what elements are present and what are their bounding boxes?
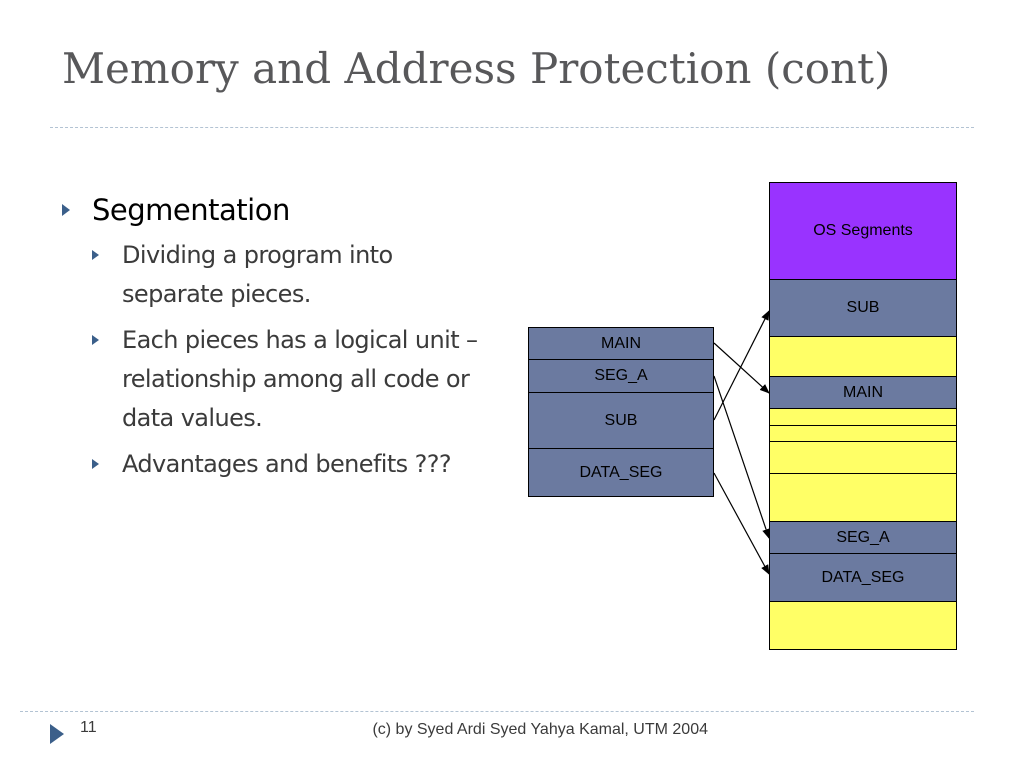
memory-os-segments: OS Segments — [769, 182, 957, 280]
title-divider — [50, 127, 974, 128]
bullet-arrow-icon — [92, 459, 99, 469]
footer-credit: (c) by Syed Ardi Syed Yahya Kamal, UTM 2… — [372, 721, 708, 738]
bullet-arrow-icon — [92, 335, 99, 345]
program-segment-seg-a: SEG_A — [528, 359, 714, 393]
program-segment-main: MAIN — [528, 327, 714, 360]
sub-bullet-text: Dividing a program into separate pieces. — [122, 241, 393, 308]
program-segment-data-seg: DATA_SEG — [528, 448, 714, 497]
bullet-arrow-icon — [62, 204, 70, 216]
footer-divider — [20, 711, 974, 712]
sub-bullet: Advantages and benefits ??? — [92, 445, 482, 484]
memory-free-block — [769, 601, 957, 650]
memory-sub: SUB — [769, 279, 957, 337]
sub-bullet: Each pieces has a logical unit – relatio… — [92, 321, 482, 438]
sub-bullet-list: Dividing a program into separate pieces.… — [92, 236, 502, 484]
sub-bullet: Dividing a program into separate pieces. — [92, 236, 482, 314]
footer-arrow-icon — [50, 724, 64, 744]
slide-title: Memory and Address Protection (cont) — [62, 44, 891, 93]
arrow-sub-to-memory — [713, 310, 770, 421]
memory-data-seg: DATA_SEG — [769, 553, 957, 602]
arrow-data-seg-to-memory — [713, 472, 770, 575]
program-segment-sub: SUB — [528, 392, 714, 449]
sub-bullet-text: Advantages and benefits ??? — [122, 450, 452, 478]
memory-free-block — [769, 473, 957, 522]
page-number: 11 — [80, 719, 97, 736]
arrow-seg-a-to-memory — [713, 375, 770, 539]
sub-bullet-text: Each pieces has a logical unit – relatio… — [122, 326, 478, 432]
arrow-main-to-memory — [713, 342, 770, 394]
bullet-main-text: Segmentation — [92, 193, 290, 227]
bullet-list: Segmentation Dividing a program into sep… — [62, 188, 502, 491]
bullet-arrow-icon — [92, 250, 99, 260]
bullet-main: Segmentation — [62, 188, 502, 232]
